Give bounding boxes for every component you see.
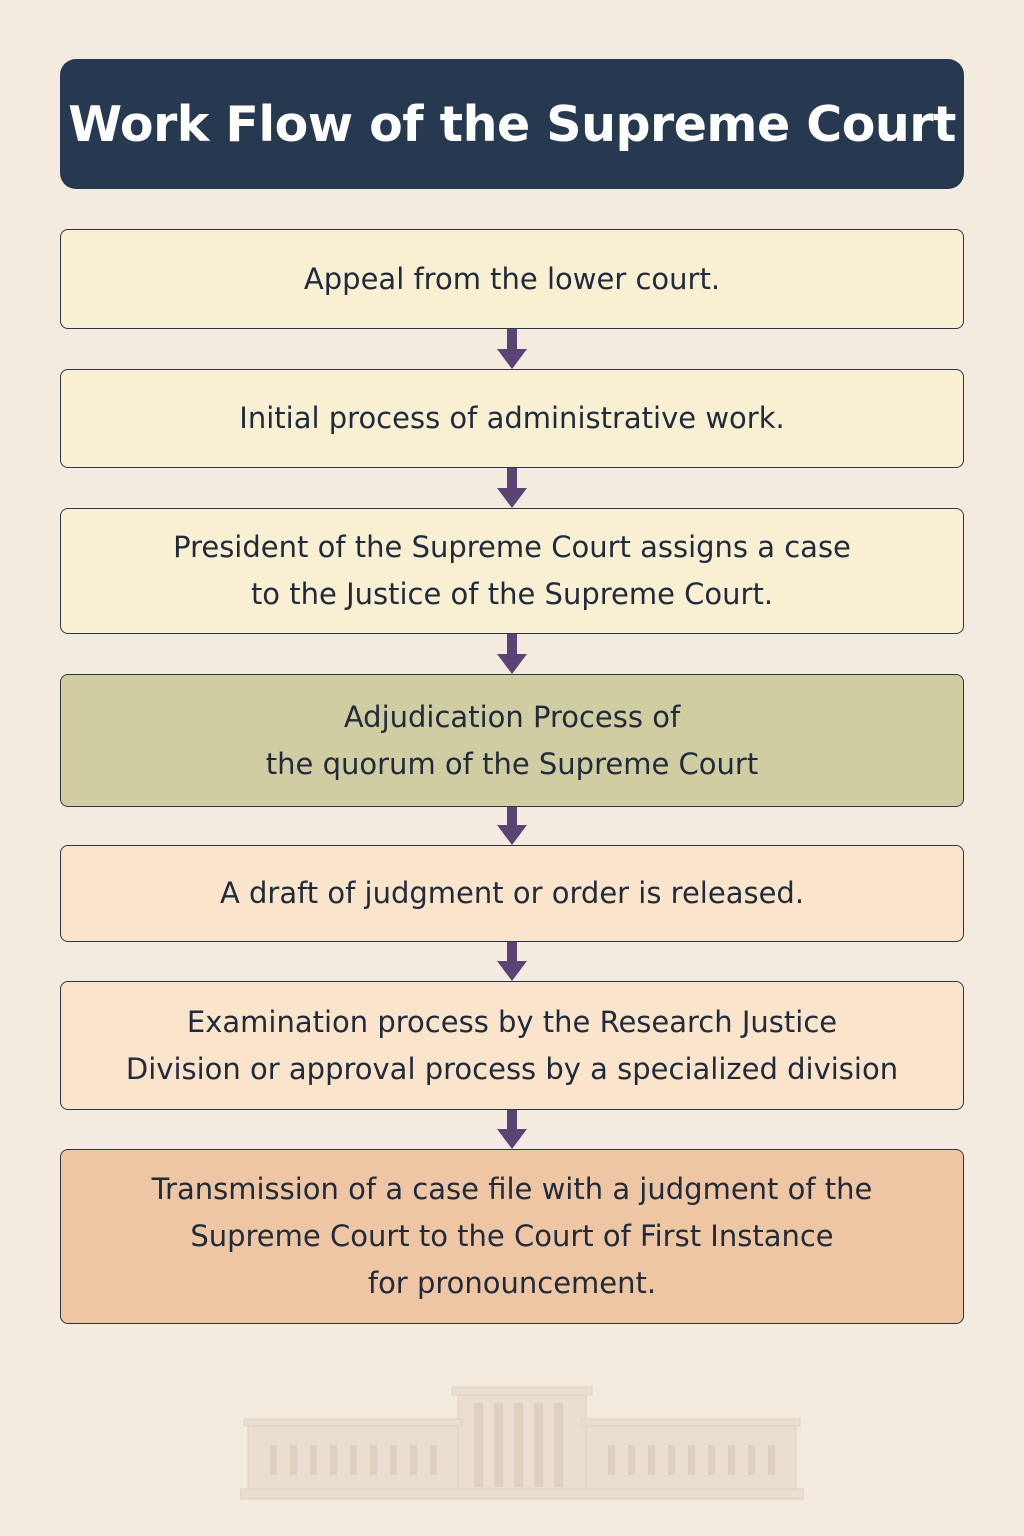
flow-step-label: Examination process by the Research Just…	[126, 999, 898, 1093]
down-arrow-icon	[497, 329, 527, 369]
flow-step-5: A draft of judgment or order is released…	[60, 845, 964, 942]
down-arrow-icon	[497, 468, 527, 508]
flow-step-4: Adjudication Process of the quorum of th…	[60, 674, 964, 807]
down-arrow-icon	[497, 807, 527, 845]
flow-step-1: Appeal from the lower court.	[60, 229, 964, 329]
flow-step-7: Transmission of a case file with a judgm…	[60, 1149, 964, 1324]
flow-step-label: Initial process of administrative work.	[239, 395, 784, 442]
flow-step-label: Transmission of a case file with a judgm…	[152, 1166, 873, 1307]
page-title: Work Flow of the Supreme Court	[68, 96, 956, 153]
flow-step-6: Examination process by the Research Just…	[60, 981, 964, 1110]
down-arrow-icon	[497, 942, 527, 981]
flow-step-label: A draft of judgment or order is released…	[220, 870, 804, 917]
flow-step-2: Initial process of administrative work.	[60, 369, 964, 468]
court-building-icon	[240, 1385, 804, 1501]
flow-step-label: Appeal from the lower court.	[304, 256, 720, 303]
down-arrow-icon	[497, 1110, 527, 1149]
flow-step-3: President of the Supreme Court assigns a…	[60, 508, 964, 634]
down-arrow-icon	[497, 634, 527, 674]
title-banner: Work Flow of the Supreme Court	[60, 59, 964, 189]
flow-step-label: President of the Supreme Court assigns a…	[173, 524, 851, 618]
flow-step-label: Adjudication Process of the quorum of th…	[266, 694, 758, 788]
